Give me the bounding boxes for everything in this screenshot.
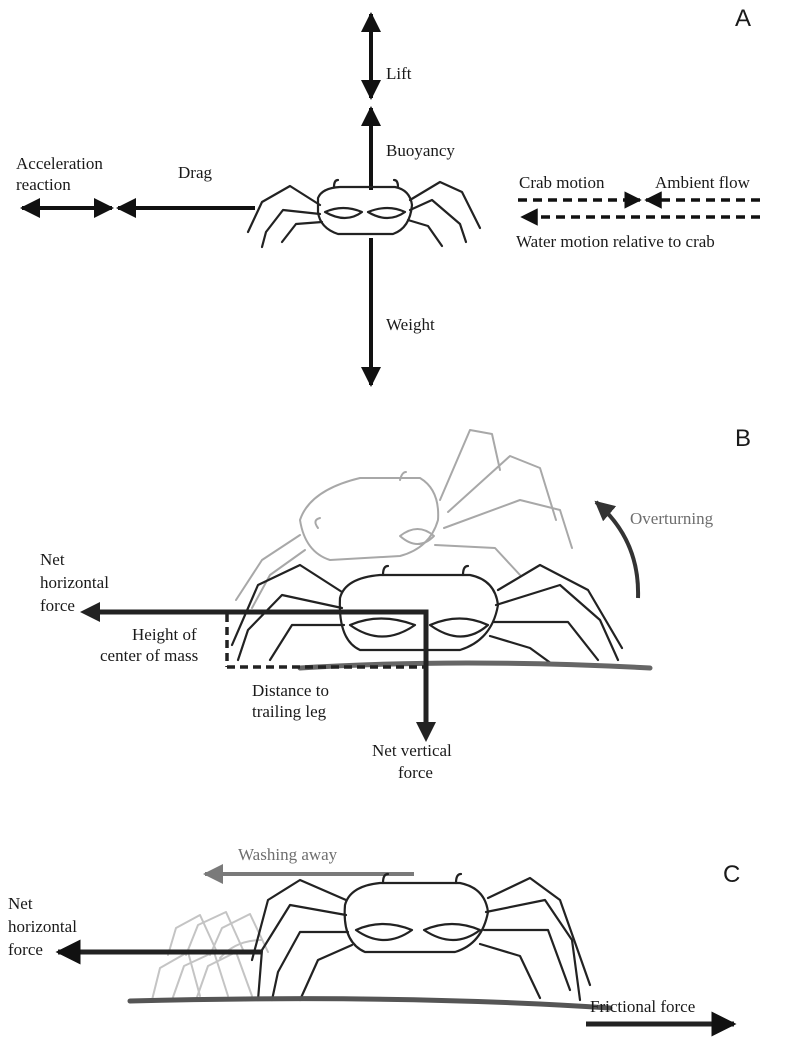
panel-a: A Lift Buoyancy Weight Drag Acceleration… [16,5,760,385]
net-horizontal-force-c-label-2: horizontal [8,917,77,936]
distance-label-1: Distance to [252,681,329,700]
panel-c: C Washing away [8,845,740,1024]
ambient-flow-label: Ambient flow [655,173,751,192]
frictional-force-label: Frictional force [590,997,695,1016]
overturning-label: Overturning [630,509,714,528]
overturning-crab-ghost-icon [236,430,572,608]
panel-b: B [40,425,751,782]
net-horizontal-force-b-label-1: Net [40,550,65,569]
weight-label: Weight [386,315,435,334]
crab-sliding-icon [252,874,590,1000]
acceleration-reaction-label-2: reaction [16,175,71,194]
height-label-2: center of mass [100,646,198,665]
ground-line-c [130,999,610,1008]
crab-motion-label: Crab motion [519,173,605,192]
panel-c-letter: C [723,861,740,888]
net-horizontal-force-c-label-1: Net [8,894,33,913]
net-horizontal-force-b-label-3: force [40,596,75,615]
panel-b-letter: B [735,425,751,452]
drag-label: Drag [178,163,212,182]
washing-away-label: Washing away [238,845,338,864]
net-vertical-force-label-1: Net vertical [372,741,452,760]
panel-a-letter: A [735,5,751,32]
sliding-crab-ghost-icon [152,912,268,1000]
ground-line [300,663,650,668]
crab-top-view-icon [248,180,480,247]
net-vertical-force-arrowhead [416,722,436,742]
water-motion-label: Water motion relative to crab [516,232,715,251]
lift-label: Lift [386,64,412,83]
distance-label-2: trailing leg [252,702,327,721]
net-vertical-force-label-2: force [398,763,433,782]
net-horizontal-force-arrowhead [80,602,100,622]
height-label-1: Height of [132,625,197,644]
buoyancy-label: Buoyancy [386,141,455,160]
net-horizontal-force-c-label-3: force [8,940,43,959]
acceleration-reaction-label-1: Acceleration [16,154,103,173]
net-horizontal-force-b-label-2: horizontal [40,573,109,592]
